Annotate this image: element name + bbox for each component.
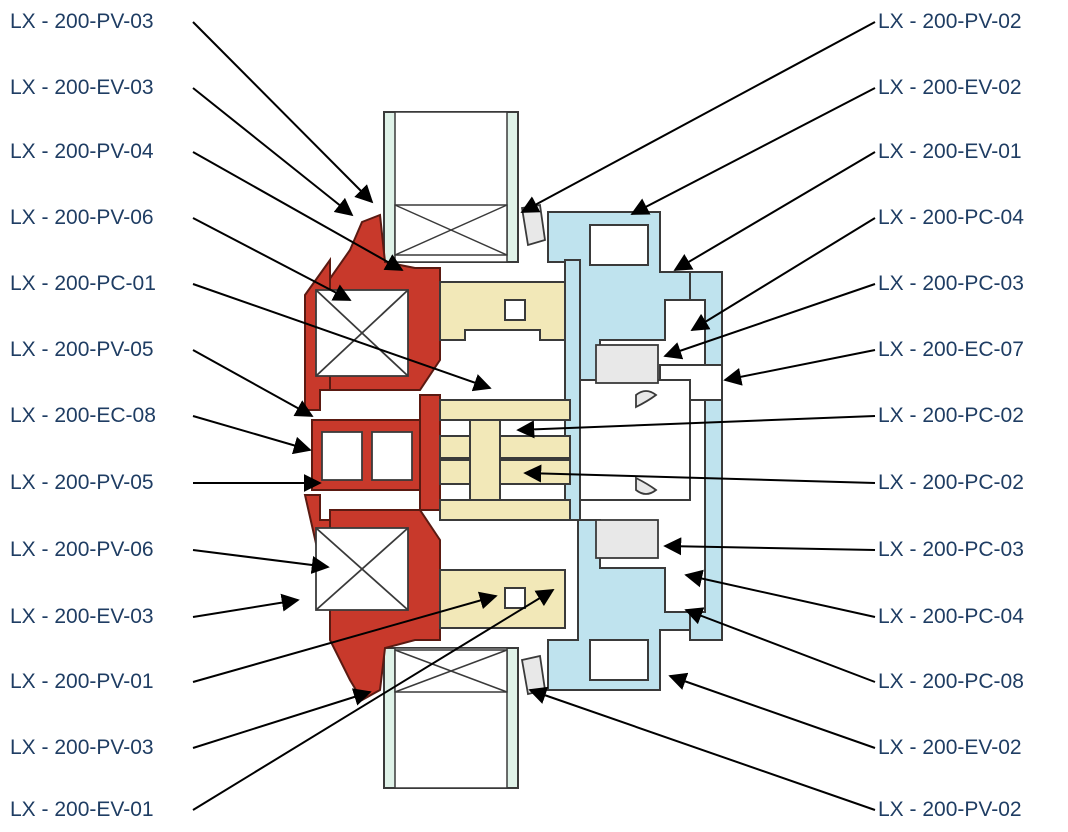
leader-lines-right — [516, 21, 876, 811]
label-right-5: LX - 200-PC-03 — [878, 272, 1024, 295]
label-left-9: LX - 200-PV-06 — [10, 538, 154, 561]
label-left-6: LX - 200-PV-05 — [10, 338, 154, 361]
label-right-12: LX - 200-EV-02 — [878, 736, 1022, 759]
label-right-9: LX - 200-PC-03 — [878, 538, 1024, 561]
label-left-11: LX - 200-PV-01 — [10, 670, 154, 693]
label-right-4: LX - 200-PC-04 — [878, 206, 1024, 229]
label-left-3: LX - 200-PV-04 — [10, 140, 154, 163]
label-right-3: LX - 200-EV-01 — [878, 140, 1022, 163]
label-left-13: LX - 200-EV-01 — [10, 798, 154, 821]
yellow-thermal-profile — [439, 281, 571, 629]
label-left-8: LX - 200-PV-05 — [10, 471, 154, 494]
label-left-2: LX - 200-EV-03 — [10, 76, 154, 99]
label-right-11: LX - 200-PC-08 — [878, 670, 1024, 693]
gaskets — [520, 203, 659, 696]
label-right-1: LX - 200-PV-02 — [878, 10, 1022, 33]
leader-lines-left — [192, 21, 555, 811]
label-left-5: LX - 200-PC-01 — [10, 272, 156, 295]
label-left-4: LX - 200-PV-06 — [10, 206, 154, 229]
label-left-10: LX - 200-EV-03 — [10, 605, 154, 628]
label-right-7: LX - 200-PC-02 — [878, 404, 1024, 427]
label-right-2: LX - 200-EV-02 — [878, 76, 1022, 99]
label-left-12: LX - 200-PV-03 — [10, 736, 154, 759]
label-right-10: LX - 200-PC-04 — [878, 605, 1024, 628]
insulation-blocks — [315, 289, 413, 611]
label-left-7: LX - 200-EC-08 — [10, 404, 156, 427]
glass-pane-bottom — [383, 647, 519, 789]
label-right-8: LX - 200-PC-02 — [878, 471, 1024, 494]
label-left-1: LX - 200-PV-03 — [10, 10, 154, 33]
label-right-13: LX - 200-PV-02 — [878, 798, 1022, 821]
label-right-6: LX - 200-EC-07 — [878, 338, 1024, 361]
blue-frame-profile — [547, 211, 723, 691]
glass-pane-top — [383, 111, 519, 263]
